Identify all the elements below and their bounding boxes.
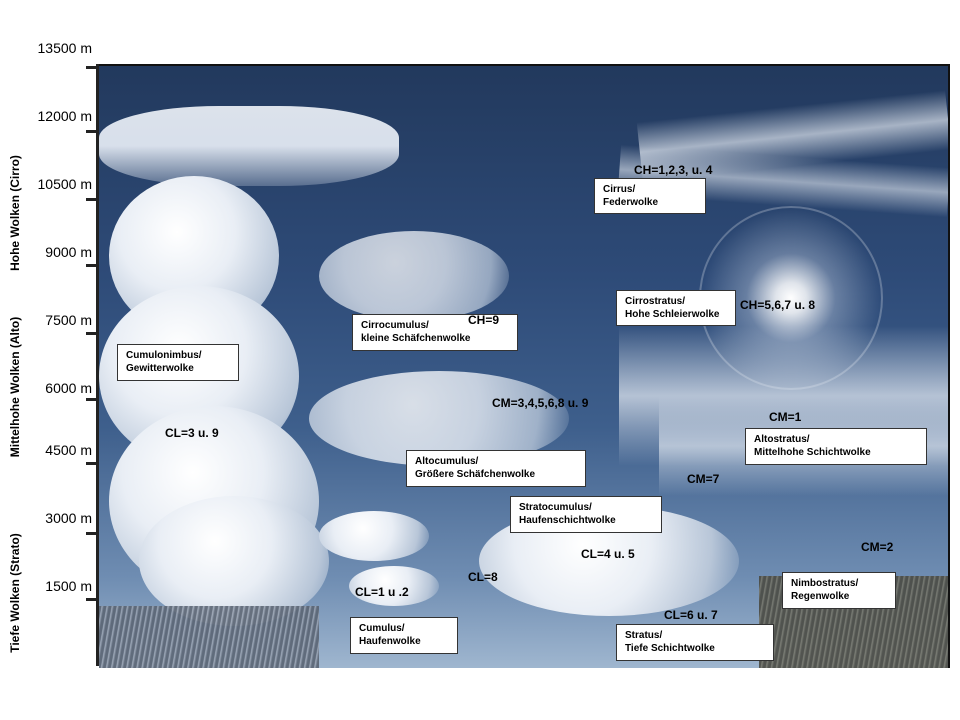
cumulonimbus-name: Cumulonimbus/ [126, 350, 202, 361]
altostratus-desc: Mittelhohe Schichtwolke [754, 447, 871, 458]
cirrocumulus-name: Cirrocumulus/ [361, 320, 429, 331]
altostratus-code: CM=1 [769, 410, 802, 424]
cumulonimbus-rain [99, 606, 319, 668]
nimbostratus-code: CM=2 [861, 540, 894, 554]
axis-tick [86, 332, 98, 335]
altocumulus-label: Altocumulus/ Größere Schäfchenwolke [406, 450, 586, 487]
cirrus-code: CH=1,2,3, u. 4 [634, 163, 713, 177]
zone-label-low: Tiefe Wolken (Strato) [8, 533, 22, 653]
cl45-code: CL=4 u. 5 [581, 547, 635, 561]
cirrus-label: Cirrus/ Federwolke [594, 178, 706, 214]
stratocumulus-name: Stratocumulus/ [519, 502, 592, 513]
altitude-label-13500: 13500 m [37, 40, 92, 56]
cumulonimbus-label: Cumulonimbus/ Gewitterwolke [117, 344, 239, 381]
stratus-desc: Tiefe Schichtwolke [625, 643, 715, 654]
cirrostratus-name: Cirrostratus/ [625, 296, 686, 307]
altitude-label-9000: 9000 m [45, 244, 92, 260]
cumulonimbus-code: CL=3 u. 9 [165, 426, 219, 440]
cirrus-name: Cirrus/ [603, 184, 636, 195]
altitude-label-10500: 10500 m [37, 176, 92, 192]
cumulus-cloud [319, 511, 429, 561]
altitude-axis [96, 64, 99, 666]
nimbostratus-desc: Regenwolke [791, 591, 850, 602]
cirrocumulus-cloud [319, 231, 509, 321]
stratocumulus-label: Stratocumulus/ Haufenschichtwolke [510, 496, 662, 533]
altocumulus-desc: Größere Schäfchenwolke [415, 469, 536, 480]
nimbostratus-label: Nimbostratus/ Regenwolke [782, 572, 896, 609]
altostratus-label: Altostratus/ Mittelhohe Schichtwolke [745, 428, 927, 465]
cumulonimbus-desc: Gewitterwolke [126, 363, 194, 374]
axis-tick [86, 532, 98, 535]
axis-tick [86, 198, 98, 201]
cl8-code: CL=8 [468, 570, 498, 584]
nimbostratus-name: Nimbostratus/ [791, 578, 859, 589]
axis-tick [86, 462, 98, 465]
cirrocumulus-desc: kleine Schäfchenwolke [361, 333, 471, 344]
anvil-cloud [99, 106, 399, 186]
axis-tick [86, 398, 98, 401]
altocumulus-code: CM=3,4,5,6,8 u. 9 [492, 396, 589, 410]
cumulus-code: CL=1 u .2 [355, 585, 409, 599]
axis-tick [86, 130, 98, 133]
stratocumulus-code: CM=7 [687, 472, 720, 486]
cumulus-desc: Haufenwolke [359, 636, 421, 647]
altocumulus-name: Altocumulus/ [415, 456, 479, 467]
cirrocumulus-code: CH=9 [468, 313, 500, 327]
cirrostratus-desc: Hohe Schleierwolke [625, 309, 720, 320]
cirrostratus-label: Cirrostratus/ Hohe Schleierwolke [616, 290, 736, 326]
cumulus-name: Cumulus/ [359, 623, 405, 634]
altitude-label-6000: 6000 m [45, 380, 92, 396]
cirrocumulus-label: Cirrocumulus/ kleine Schäfchenwolke [352, 314, 518, 351]
zone-label-high: Hohe Wolken (Cirro) [8, 155, 22, 271]
cumulonimbus-cloud [139, 496, 329, 626]
altostratus-name: Altostratus/ [754, 434, 810, 445]
stratus-name: Stratus/ [625, 630, 663, 641]
axis-tick [86, 598, 98, 601]
zone-label-mid: Mittelhohe Wolken (Alto) [8, 316, 22, 458]
cirrostratus-code: CH=5,6,7 u. 8 [740, 298, 816, 312]
stratocumulus-desc: Haufenschichtwolke [519, 515, 616, 526]
cumulus-cloud [349, 566, 439, 606]
cumulus-label: Cumulus/ Haufenwolke [350, 617, 458, 654]
altitude-label-1500: 1500 m [45, 578, 92, 594]
axis-tick [86, 264, 98, 267]
axis-tick [86, 66, 98, 69]
altitude-label-7500: 7500 m [45, 312, 92, 328]
altitude-label-3000: 3000 m [45, 510, 92, 526]
altitude-label-12000: 12000 m [37, 108, 92, 124]
cirrus-desc: Federwolke [603, 197, 659, 208]
stratus-code: CL=6 u. 7 [664, 608, 718, 622]
stratus-label: Stratus/ Tiefe Schichtwolke [616, 624, 774, 661]
altitude-label-4500: 4500 m [45, 442, 92, 458]
